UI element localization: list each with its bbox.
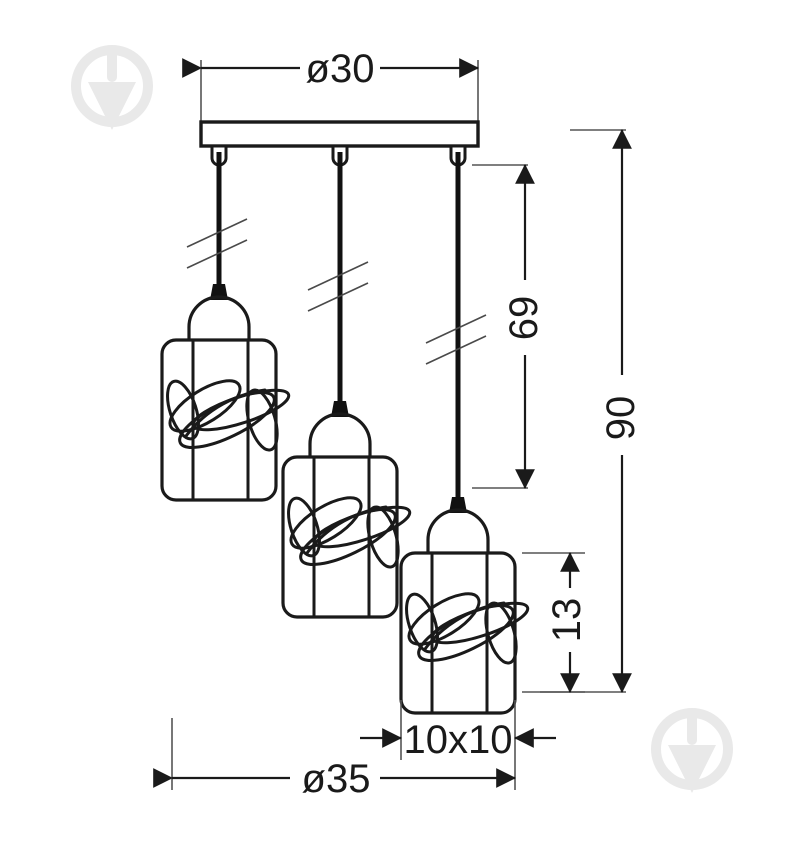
cable-middle [307, 152, 369, 412]
dimension-shade-height: 13 [522, 552, 589, 693]
dimension-spread-diameter: ø35 [153, 718, 516, 801]
dimension-shade-footprint: 10x10 [360, 700, 556, 762]
dimension-label-drop-to-first-shade: 69 [502, 296, 546, 341]
shade-lower-right [398, 495, 534, 715]
shade-upper-left [159, 282, 295, 502]
dimension-label-total-height: 90 [599, 396, 643, 441]
cable-break-mark-right [425, 314, 487, 365]
dimension-label-spread-diameter: ø35 [302, 757, 371, 801]
dimension-label-shade-height: 13 [545, 598, 589, 643]
cable-left [186, 152, 248, 295]
cable-right [425, 152, 487, 508]
cable-break-mark-left [186, 218, 248, 269]
watermark-bottom-right [656, 711, 728, 793]
dimension-canopy-width: ø30 [182, 47, 479, 122]
dimension-label-canopy-width: ø30 [306, 47, 375, 91]
dimension-label-shade-footprint: 10x10 [404, 718, 513, 762]
shade-middle [280, 399, 416, 619]
cable-break-mark-middle [307, 261, 369, 312]
watermark-top-left [76, 48, 148, 130]
dimension-drop-to-first-shade: 69 [472, 164, 546, 489]
